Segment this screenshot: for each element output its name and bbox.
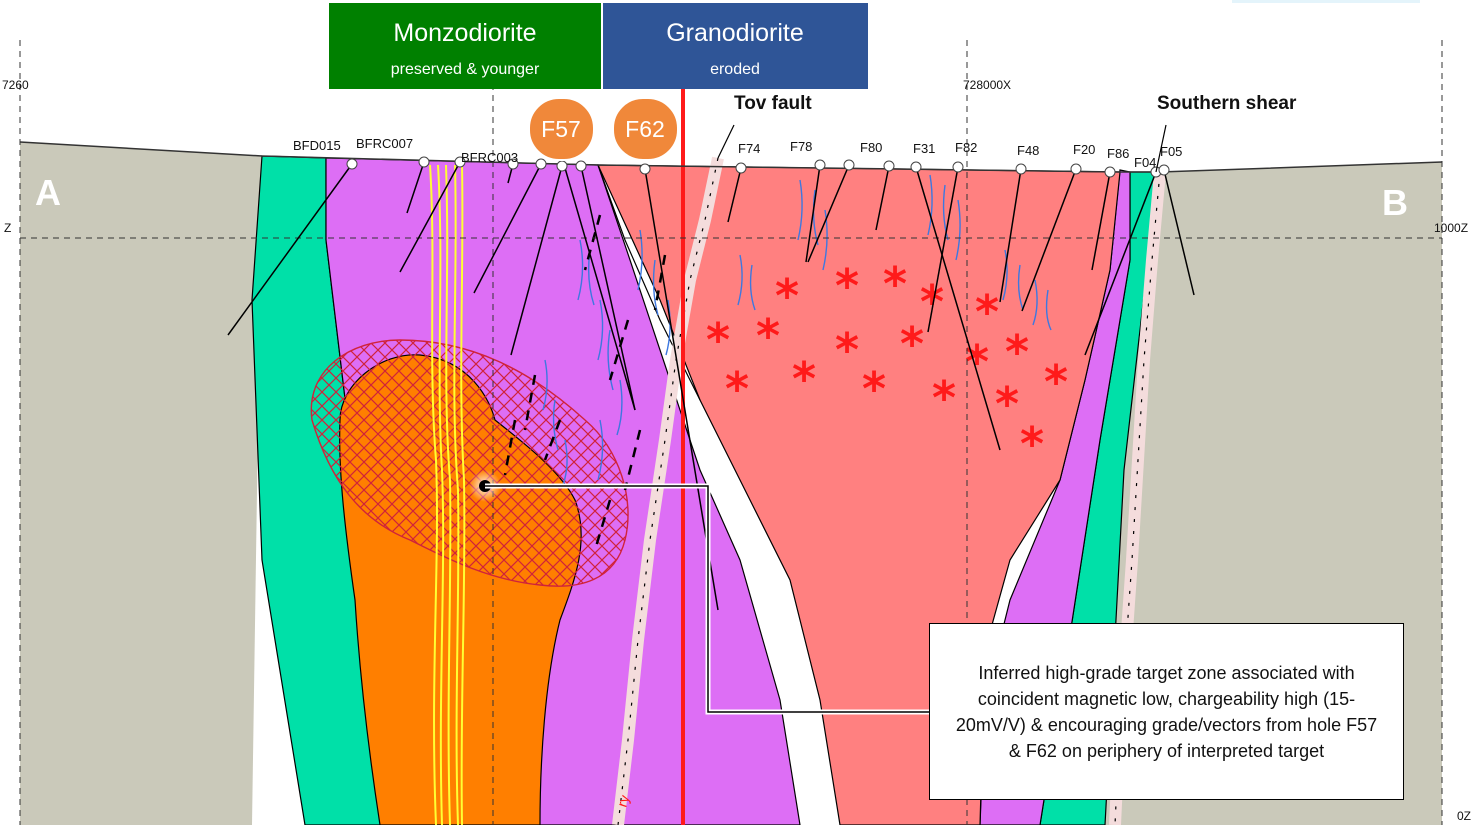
monzodiorite-title: Monzodiorite — [393, 19, 536, 47]
southern-shear-label: Southern shear — [1157, 93, 1297, 114]
target-callout-text: Inferred high-grade target zone associat… — [948, 660, 1385, 764]
drill-label: F05 — [1160, 144, 1182, 159]
top-right-tab — [1232, 0, 1420, 3]
elevation-label-lower-right: 0Z — [1457, 809, 1471, 823]
drill-label: F04 — [1134, 155, 1156, 170]
svg-text:*: * — [1005, 325, 1029, 379]
drill-label: F31 — [913, 141, 935, 156]
hole-badge-f62-label: F62 — [625, 116, 665, 142]
drill-label: F74 — [738, 141, 760, 156]
target-callout-box: Inferred high-grade target zone associat… — [929, 623, 1404, 800]
svg-text:*: * — [883, 257, 907, 311]
granodiorite-subtitle: eroded — [710, 61, 760, 78]
svg-text:*: * — [706, 313, 730, 367]
svg-text:*: * — [835, 259, 859, 313]
svg-text:*: * — [756, 309, 780, 363]
svg-text:*: * — [975, 285, 999, 339]
drill-label: F20 — [1073, 142, 1095, 157]
svg-text:*: * — [835, 323, 859, 377]
svg-text:*: * — [1044, 355, 1068, 409]
granodiorite-title: Granodiorite — [666, 19, 804, 47]
tov-fault-label: Tov fault — [734, 93, 812, 114]
drill-label: F80 — [860, 140, 882, 155]
host-rock-left — [20, 142, 262, 825]
easting-label-left: 7260 — [2, 78, 29, 92]
drill-label: F82 — [955, 140, 977, 155]
svg-text:*: * — [862, 362, 886, 416]
svg-text:*: * — [725, 362, 749, 416]
svg-text:*: * — [900, 317, 924, 371]
drill-label: BFD015 — [293, 138, 341, 153]
svg-text:*: * — [792, 352, 816, 406]
drill-label: BFRC003 — [461, 150, 518, 165]
easting-label-right: 728000X — [963, 78, 1011, 92]
drill-label: F48 — [1017, 143, 1039, 158]
section-end-b: B — [1382, 182, 1408, 223]
drill-label: F86 — [1107, 146, 1129, 161]
hole-badge-f57-label: F57 — [541, 116, 581, 142]
elevation-label-upper-right: 1000Z — [1434, 221, 1468, 235]
monzodiorite-subtitle: preserved & younger — [391, 61, 540, 78]
svg-text:*: * — [1020, 417, 1044, 471]
section-end-a: A — [35, 172, 61, 213]
drill-label: F78 — [790, 139, 812, 154]
svg-text:*: * — [932, 371, 956, 425]
elevation-label-upper-left: Z — [4, 221, 11, 235]
svg-text:*: * — [995, 377, 1019, 431]
drill-label: BFRC007 — [356, 136, 413, 151]
